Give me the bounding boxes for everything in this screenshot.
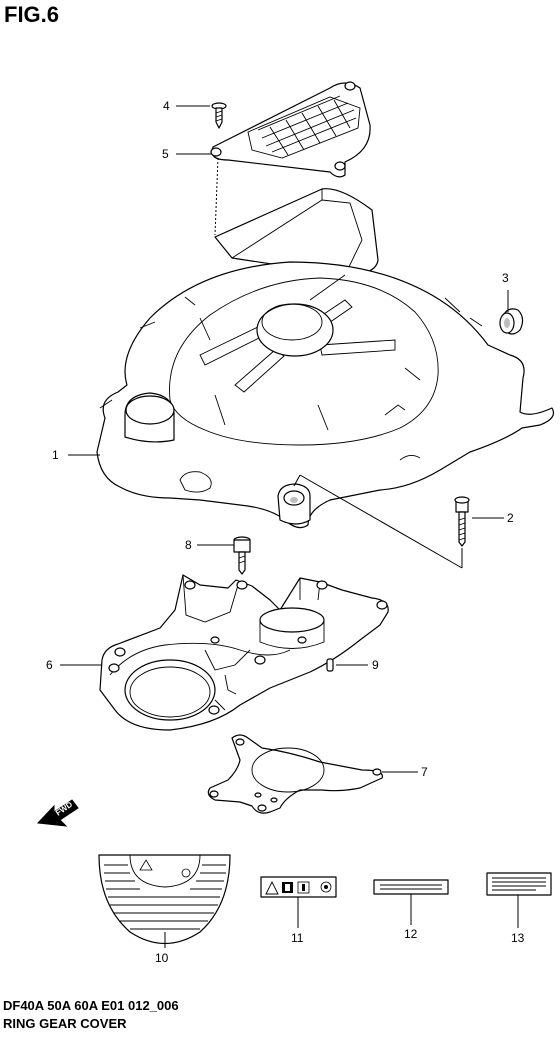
figure-title: FIG.6 [4,2,60,27]
callout-8: 8 [185,538,192,552]
part-6-bracket [99,574,389,731]
figure-code: DF40A 50A 60A E01 012_006 [3,998,179,1013]
callout-9: 9 [372,658,379,672]
part-3-grommet [499,308,524,335]
part-11-warning-label [260,876,337,898]
fwd-direction-arrow: FWD [36,799,79,827]
callout-5: 5 [162,147,169,161]
part-2-bolt [454,496,470,547]
part-5-plate [210,81,371,178]
leader-lines [60,105,519,948]
callout-2: 2 [507,511,514,525]
part-10-label [98,854,231,944]
callout-1: 1 [52,448,59,462]
callout-13: 13 [511,931,525,945]
part-8-bolt [233,536,251,575]
part-9-pin [326,658,334,672]
callout-11: 11 [291,931,304,945]
callout-6: 6 [46,658,53,672]
part-13-label [486,872,552,896]
part-1-ring-gear-cover [96,188,555,529]
part-7-gasket [207,734,383,814]
warning-icon [265,880,279,895]
callout-3: 3 [502,271,509,285]
callout-7: 7 [421,765,428,779]
part-4-screw [211,102,227,129]
callout-12: 12 [404,927,418,941]
callout-4: 4 [163,99,170,113]
callout-numbers: 4 5 3 1 2 8 6 9 7 10 11 12 13 [46,99,525,965]
callout-10: 10 [155,951,169,965]
part-12-label [373,879,449,895]
figure-name: RING GEAR COVER [3,1016,127,1031]
